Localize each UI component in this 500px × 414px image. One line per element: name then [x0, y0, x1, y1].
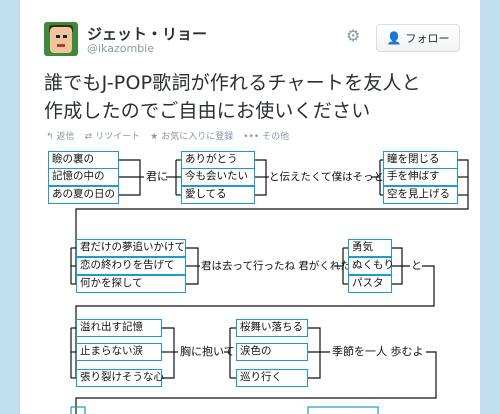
chart-option-box: 手を伸ばす	[383, 168, 458, 186]
star-icon: ★	[150, 132, 159, 142]
chart-connector-label: 君に	[146, 170, 168, 183]
chart-option-box: 桜舞い落ちる	[236, 319, 308, 337]
chart-option-box: ありがとう	[181, 151, 255, 169]
follow-button[interactable]: 👤 フォロー	[376, 24, 460, 52]
chart-option-box: 勇気	[348, 239, 392, 257]
tweet-text-line-1: 誰でもJ-POP歌詞が作れるチャートを友人と	[44, 72, 421, 94]
chart-option-box: 今も会いたい	[181, 168, 255, 186]
retweet-icon: ⇄	[84, 132, 93, 142]
reply-action[interactable]: ↰返信	[46, 132, 75, 142]
chart-option-box: 君だけの夢追いかけて	[76, 239, 186, 257]
more-action[interactable]: •••その他	[243, 132, 290, 142]
chart-connector-label: と	[411, 259, 422, 272]
chart-option-box: 記憶の中の	[48, 168, 119, 186]
chart-connector-label: 胸に抱いて	[180, 345, 235, 358]
chart-connector-lines	[70, 159, 469, 414]
chart-option-box: 巡り行く	[236, 369, 308, 387]
chart-option-box: パスタ	[348, 275, 392, 293]
chart-option-box: 涙色の	[236, 343, 308, 361]
chart-option-box: 瞼の裏の	[48, 151, 119, 169]
avatar[interactable]	[44, 22, 78, 56]
user-handle[interactable]: @ikazombie	[87, 42, 154, 55]
lyrics-chart-image: 瞼の裏の 記憶の中の あの夏の日の 君に ありがとう 今も会いたい 愛してる と…	[40, 146, 480, 414]
chart-option-box: 止まらない涙	[76, 343, 162, 361]
chart-option-box: 空を見上げる	[383, 186, 458, 204]
chart-option-box: 何かを探して	[76, 275, 186, 293]
tweet-text-line-2: 作成したのでご自由にお使いください	[44, 100, 371, 122]
add-user-icon: 👤	[386, 31, 402, 45]
user-name[interactable]: ジェット・リョー	[87, 25, 208, 43]
reply-icon: ↰	[46, 132, 54, 142]
chart-option-box: あの夏の日の	[48, 186, 119, 204]
chart-connector-label: 君は去って行ったね 君がくれた	[201, 260, 351, 272]
chart-option-box: ぬくもり	[348, 257, 394, 275]
gear-icon[interactable]: ⚙	[346, 26, 361, 45]
chart-option-box: 溢れ出す記憶	[76, 319, 162, 337]
chart-option-box: 愛してる	[181, 186, 255, 204]
tweet-card: ジェット・リョー @ikazombie ⚙ 👤 フォロー 誰でもJ-POP歌詞が…	[20, 0, 480, 414]
chart-option-box: 張り裂けそうな心	[76, 369, 164, 387]
chart-connector-label: と伝えたくて僕はそっと	[269, 171, 385, 183]
chart-option-box: 恋の終わりを告げて	[76, 257, 186, 275]
chart-connector-label: 季節を一人 歩むよ	[332, 345, 424, 358]
favorite-action[interactable]: ★お気に入りに登録	[150, 132, 234, 142]
tweet-actions: ↰返信 ⇄リツイート ★お気に入りに登録 •••その他	[46, 129, 289, 142]
follow-label: フォロー	[405, 32, 450, 45]
retweet-action[interactable]: ⇄リツイート	[84, 132, 141, 142]
chart-option-box: 瞳を閉じる	[383, 151, 458, 169]
more-icon: •••	[243, 132, 260, 142]
